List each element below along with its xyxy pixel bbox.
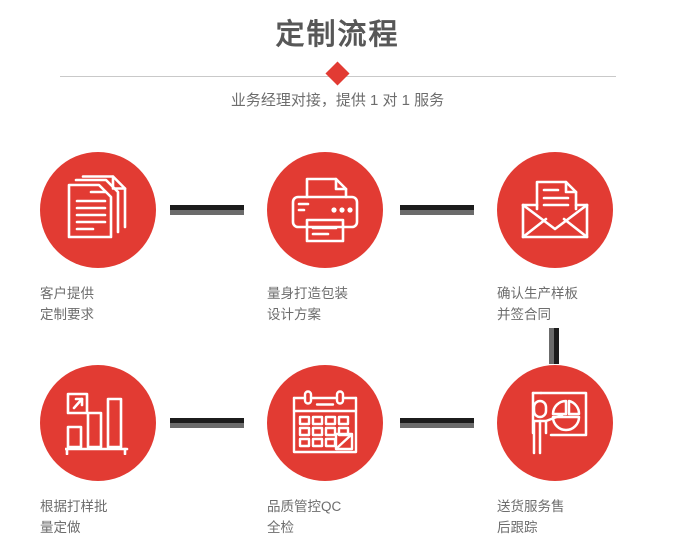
step-3-icon-circle[interactable] bbox=[497, 152, 613, 268]
page-title: 定制流程 bbox=[275, 19, 400, 51]
step-6-icon-circle[interactable] bbox=[497, 365, 613, 481]
flow-step-2[interactable]: 量身打造包装 设计方案 bbox=[235, 152, 415, 325]
step-4-label: 根据打样批 量定做 bbox=[40, 499, 108, 535]
connector-bar-dark bbox=[170, 205, 244, 210]
red-diamond-icon bbox=[325, 61, 350, 86]
connector-step3-step6 bbox=[549, 328, 559, 364]
connector-bar-dark bbox=[170, 418, 244, 423]
connector-bar-dark bbox=[400, 205, 474, 210]
title-divider bbox=[0, 61, 675, 89]
connector-bar-dark bbox=[400, 418, 474, 423]
step-1-label: 客户提供 定制要求 bbox=[40, 286, 94, 322]
connector-bar-light bbox=[170, 423, 244, 428]
step-2-label: 量身打造包装 设计方案 bbox=[267, 286, 348, 322]
connector-bar-light bbox=[549, 328, 554, 364]
connector-step2-step3 bbox=[400, 205, 474, 215]
connector-bar-light bbox=[170, 210, 244, 215]
step-4-icon-circle[interactable] bbox=[40, 365, 156, 481]
connector-bar-light bbox=[400, 210, 474, 215]
step-3-label: 确认生产样板 并签合同 bbox=[497, 286, 578, 322]
step-5-label: 品质管控QC 全检 bbox=[267, 499, 342, 535]
connector-bar-light bbox=[400, 423, 474, 428]
flow-step-6[interactable]: 送货服务售 后跟踪 bbox=[465, 365, 645, 538]
process-flow: 客户提供 定制要求 bbox=[0, 130, 675, 550]
connector-step1-step2 bbox=[170, 205, 244, 215]
page-subtitle: 业务经理对接，提供 1 对 1 服务 bbox=[230, 92, 445, 109]
step-1-icon-circle[interactable] bbox=[40, 152, 156, 268]
flow-step-1[interactable]: 客户提供 定制要求 bbox=[8, 152, 188, 325]
connector-bar-dark bbox=[554, 328, 559, 364]
flow-step-5[interactable]: 品质管控QC 全检 bbox=[235, 365, 415, 538]
step-2-icon-circle[interactable] bbox=[267, 152, 383, 268]
connector-step5-step6 bbox=[400, 418, 474, 428]
step-5-icon-circle[interactable] bbox=[267, 365, 383, 481]
page-header: 定制流程 业务经理对接，提供 1 对 1 服务 bbox=[0, 0, 675, 130]
connector-step4-step5 bbox=[170, 418, 244, 428]
flow-step-4[interactable]: 根据打样批 量定做 bbox=[8, 365, 188, 538]
flow-step-3[interactable]: 确认生产样板 并签合同 bbox=[465, 152, 645, 325]
step-6-label: 送货服务售 后跟踪 bbox=[497, 499, 565, 535]
